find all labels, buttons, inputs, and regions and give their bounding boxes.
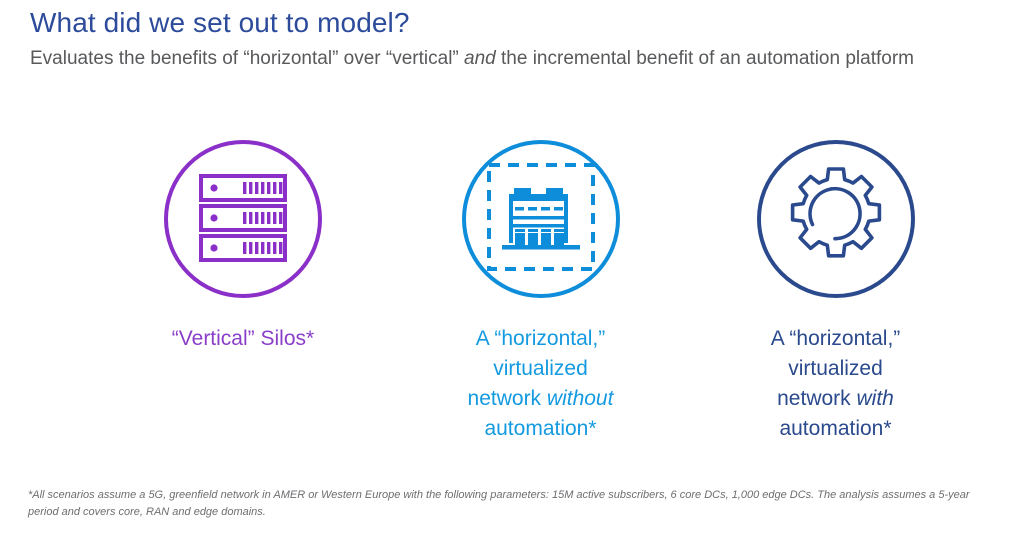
horizontal-without-automation-icon-badge bbox=[461, 140, 620, 298]
caption-line: network with bbox=[771, 384, 901, 414]
concept-columns: “Vertical” Silos* bbox=[0, 140, 1024, 444]
caption-line: A “horizontal,” bbox=[770, 327, 901, 350]
concept-column-vertical-silos: “Vertical” Silos* bbox=[78, 140, 408, 354]
caption-line: network without bbox=[468, 384, 614, 414]
horizontal-without-automation-caption: A “horizontal,” virtualized network with… bbox=[468, 324, 614, 444]
virtualized-datacenter-icon bbox=[484, 160, 598, 279]
caption-line: automation* bbox=[779, 417, 892, 440]
caption-line-emphasis: with bbox=[856, 387, 894, 410]
caption-line-emphasis: without bbox=[546, 387, 614, 410]
caption-line: virtualized bbox=[493, 357, 588, 380]
caption-line: virtualized bbox=[788, 357, 883, 380]
subtitle-segment-1: Evaluates the benefits of “horizontal” o… bbox=[30, 48, 465, 69]
vertical-silos-icon-badge bbox=[164, 140, 322, 298]
page-title: What did we set out to model? bbox=[30, 7, 410, 38]
server-rack-icon bbox=[191, 165, 295, 274]
gear-automation-icon bbox=[782, 163, 890, 276]
concept-column-horizontal-without-automation: A “horizontal,” virtualized network with… bbox=[398, 140, 683, 444]
footnote: *All scenarios assume a 5G, greenfield n… bbox=[28, 489, 970, 518]
caption-line: automation* bbox=[484, 417, 597, 440]
horizontal-with-automation-icon-badge bbox=[756, 140, 915, 298]
horizontal-with-automation-caption: A “horizontal,” virtualized network with… bbox=[771, 324, 901, 444]
vertical-silos-caption: “Vertical” Silos* bbox=[172, 324, 314, 354]
page-subtitle: Evaluates the benefits of “horizontal” o… bbox=[30, 46, 950, 72]
caption-line: “Vertical” Silos* bbox=[171, 327, 315, 350]
concept-column-horizontal-with-automation: A “horizontal,” virtualized network with… bbox=[693, 140, 978, 444]
subtitle-emphasis: and bbox=[464, 48, 496, 69]
caption-line-plain: network bbox=[467, 387, 547, 410]
slide-header: What did we set out to model? Evaluates … bbox=[30, 6, 990, 72]
caption-line-plain: network bbox=[777, 387, 857, 410]
subtitle-segment-2: the incremental benefit of an automation… bbox=[495, 48, 914, 69]
caption-line: A “horizontal,” bbox=[475, 327, 606, 350]
